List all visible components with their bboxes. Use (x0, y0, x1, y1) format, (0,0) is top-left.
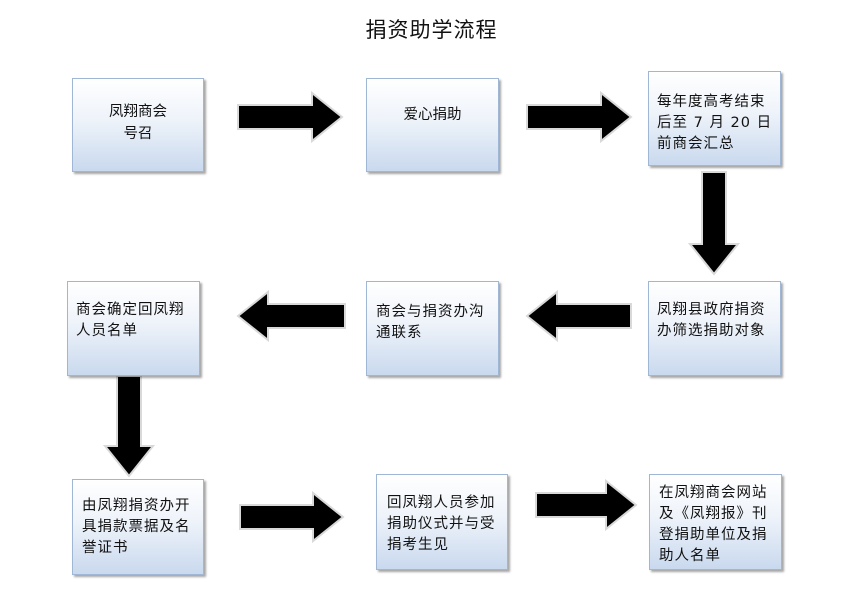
step-8-line-1: 回凤翔人员参加捐助仪式并与受捐考生见 (387, 495, 496, 553)
diagram-title: 捐资助学流程 (365, 18, 498, 42)
step-4-box: 凤翔县政府捐资办筛选捐助对象 (648, 281, 781, 376)
step-6-line-1: 商会确定回凤翔人员名单 (76, 302, 185, 339)
step-5-box: 商会与捐资办沟通联系 (366, 281, 499, 376)
arrow-step4-to-step5 (525, 289, 632, 343)
arrow-step6-to-step7 (102, 375, 156, 478)
arrow-step5-to-step6 (236, 289, 346, 343)
step-2-line-1: 爱心捐助 (403, 107, 462, 123)
step-7-box: 由凤翔捐资办开具捐款票据及名誉证书 (72, 479, 204, 575)
arrow-step2-to-step3 (526, 90, 633, 144)
arrow-step7-to-step8 (239, 490, 345, 544)
step-1-line-3: 号召 (123, 126, 153, 142)
arrow-step3-to-step4 (687, 171, 741, 276)
step-6-box: 商会确定回凤翔人员名单 (67, 281, 200, 376)
step-1-box: 凤翔商会 号召 (72, 78, 204, 172)
step-3-line-1: 每年度高考结束后至 7 月 20 日前商会汇总 (657, 94, 773, 152)
arrow-step1-to-step2 (237, 90, 344, 144)
step-9-box: 在凤翔商会网站及《凤翔报》刊登捐助单位及捐助人名单 (649, 474, 782, 570)
step-1-line-1: 凤翔商会 (109, 104, 167, 120)
step-9-line-1: 在凤翔商会网站及《凤翔报》刊登捐助单位及捐助人名单 (659, 485, 768, 564)
step-3-box: 每年度高考结束后至 7 月 20 日前商会汇总 (648, 71, 781, 166)
step-4-line-1: 凤翔县政府捐资办筛选捐助对象 (657, 302, 766, 339)
arrow-step8-to-step9 (535, 478, 638, 532)
step-5-line-1: 商会与捐资办沟通联系 (376, 304, 485, 341)
step-2-box: 爱心捐助 (366, 78, 499, 172)
step-8-box: 回凤翔人员参加捐助仪式并与受捐考生见 (376, 474, 508, 570)
step-7-line-1: 由凤翔捐资办开具捐款票据及名誉证书 (82, 498, 191, 556)
